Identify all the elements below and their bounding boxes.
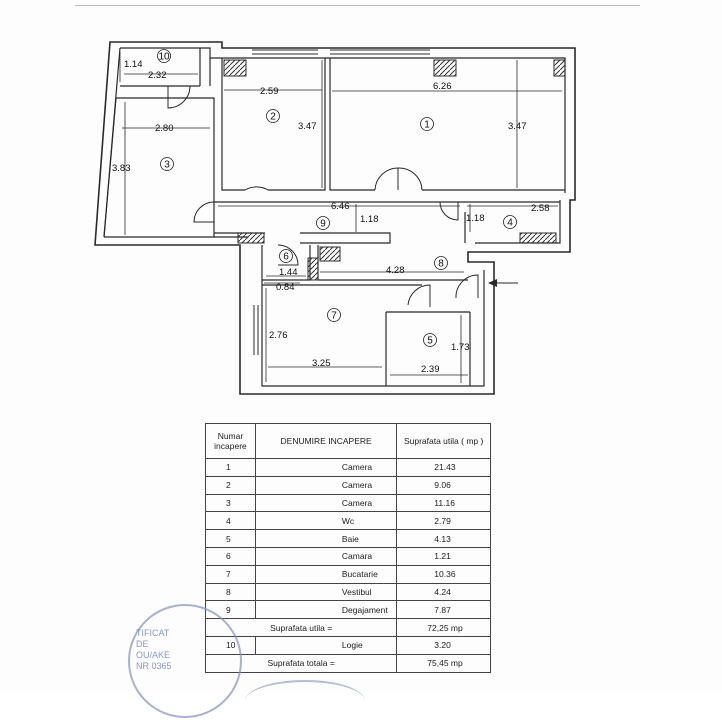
header-room-number: Numar incapere xyxy=(205,423,256,459)
dim-loggia-width: 2.32 xyxy=(148,70,167,81)
dim-wc-width: 2.58 xyxy=(531,203,550,214)
room-nr: 5 xyxy=(205,529,256,548)
room-area: 7.87 xyxy=(396,600,491,620)
room-area: 1.21 xyxy=(396,546,491,566)
table-row: 5 Baie 4.13 xyxy=(205,529,491,548)
dim-wc-depth: 1.18 xyxy=(466,213,485,224)
dim-room3-depth: 3.83 xyxy=(112,163,131,174)
room-number-9: 9 xyxy=(320,219,326,230)
room-number-4: 4 xyxy=(507,218,513,229)
table-header-row: Numar incapere DENUMIRE INCAPERE Suprafa… xyxy=(205,423,491,459)
dim-room3-width: 2.80 xyxy=(155,123,174,134)
dimension-labels: 1.14 2.32 2.80 3.83 2.59 3.47 6.26 3.47 … xyxy=(112,59,550,375)
dim-room2-depth: 3.47 xyxy=(298,121,317,132)
room-area: 4.13 xyxy=(396,529,491,548)
table-row: 7 Bucatarie 10.36 xyxy=(205,564,491,584)
table-row: 3 Camera 11.16 xyxy=(205,493,491,513)
header-usable-area: Suprafata utila ( mp ) xyxy=(396,423,491,459)
useful-area-total-row: Suprafata utila = 72,25 mp xyxy=(204,618,491,637)
dimension-lines xyxy=(119,52,562,383)
room-name: Bucatarie xyxy=(254,564,398,584)
useful-area-value: 72,25 mp xyxy=(396,618,491,637)
hatched-ducts xyxy=(223,59,566,281)
loggia-name: Logie xyxy=(254,635,398,655)
room-name: Vestibul xyxy=(254,582,398,602)
room-number-3: 3 xyxy=(164,160,170,171)
dim-room2-width: 2.59 xyxy=(260,86,279,97)
loggia-row: 10 Logie 3.20 xyxy=(205,635,491,655)
second-stamp xyxy=(245,680,365,722)
room-name: Camera xyxy=(254,458,398,477)
dim-loggia-depth: 1.14 xyxy=(124,59,143,70)
room-number-7: 7 xyxy=(331,311,337,322)
stamp-line: NR 0365 xyxy=(136,661,172,671)
dim-room1-width: 6.26 xyxy=(433,81,452,92)
dim-corridor-length: 6.46 xyxy=(331,201,350,212)
dim-camara-width: 1.44 xyxy=(279,267,298,278)
room-area-table: Numar incapere DENUMIRE INCAPERE Suprafa… xyxy=(204,423,491,673)
dim-bath-width: 2.39 xyxy=(421,364,440,375)
room-area: 11.16 xyxy=(396,493,491,513)
room-name: Wc xyxy=(254,511,398,531)
entrance-arrow xyxy=(488,279,518,287)
dim-kitchen-offset: 0.84 xyxy=(276,282,295,293)
room-area: 21.43 xyxy=(396,458,491,477)
grand-total-value: 75,45 mp xyxy=(396,653,491,673)
loggia-area: 3.20 xyxy=(396,635,491,655)
room-number-6: 6 xyxy=(283,252,289,263)
table-row: 1 Camera 21.43 xyxy=(205,458,491,477)
table-row: 2 Camera 9.06 xyxy=(205,475,491,495)
doors xyxy=(167,85,479,307)
stamp-line: OU/AKE xyxy=(136,650,171,660)
room-name: Baie xyxy=(254,529,398,548)
room-nr: 8 xyxy=(205,582,256,602)
stamp-text: TIFICAT DE OU/AKE NR 0365 xyxy=(136,628,206,672)
room-number-5: 5 xyxy=(427,336,433,347)
stamp-line: DE xyxy=(136,639,149,649)
room-name: Camera xyxy=(254,493,398,513)
room-nr: 4 xyxy=(205,511,256,531)
windows xyxy=(252,49,430,355)
room-numbers: 10 2 1 3 9 4 6 8 7 5 xyxy=(157,49,517,347)
room-area: 2.79 xyxy=(396,511,491,531)
stamp-line: TIFICAT xyxy=(136,628,170,638)
table-row: 8 Vestibul 4.24 xyxy=(205,582,491,602)
room-name: Camera xyxy=(254,475,398,495)
dim-kitchen-width: 3.25 xyxy=(312,358,331,369)
room-number-8: 8 xyxy=(438,259,444,270)
room-nr: 7 xyxy=(205,564,256,584)
room-area: 10.36 xyxy=(396,564,491,584)
room-area: 9.06 xyxy=(396,475,491,495)
dim-room1-depth: 3.47 xyxy=(508,121,527,132)
floor-plan: 10 2 1 3 9 4 6 8 7 5 1.14 2.32 2.80 3.83… xyxy=(94,41,576,395)
dim-vestibul-length: 4.28 xyxy=(386,265,405,276)
table-row: 9 Degajament 7.87 xyxy=(205,600,491,620)
dim-bath-depth: 1.73 xyxy=(451,342,470,353)
page-top-edge xyxy=(75,0,640,6)
grand-total-label: Suprafata totala = xyxy=(204,653,398,673)
room-number-1: 1 xyxy=(424,120,430,131)
grand-total-row: Suprafata totala = 75,45 mp xyxy=(204,653,491,673)
table-row: 4 Wc 2.79 xyxy=(205,511,491,531)
room-area: 4.24 xyxy=(396,582,491,602)
scanned-page: 10 2 1 3 9 4 6 8 7 5 1.14 2.32 2.80 3.83… xyxy=(75,0,640,718)
dim-kitchen-depth: 2.76 xyxy=(269,330,288,341)
room-name: Degajament xyxy=(254,600,398,620)
room-name: Camara xyxy=(254,546,398,566)
walls xyxy=(94,41,576,395)
room-nr: 3 xyxy=(205,493,256,513)
room-nr: 6 xyxy=(205,546,256,566)
room-number-10: 10 xyxy=(158,52,170,63)
dim-corridor-width: 1.18 xyxy=(360,214,379,225)
room-nr: 2 xyxy=(205,475,256,495)
room-nr: 1 xyxy=(205,458,256,477)
header-room-name: DENUMIRE INCAPERE xyxy=(254,423,398,459)
room-number-2: 2 xyxy=(270,112,276,123)
table-row: 6 Camara 1.21 xyxy=(205,546,491,566)
